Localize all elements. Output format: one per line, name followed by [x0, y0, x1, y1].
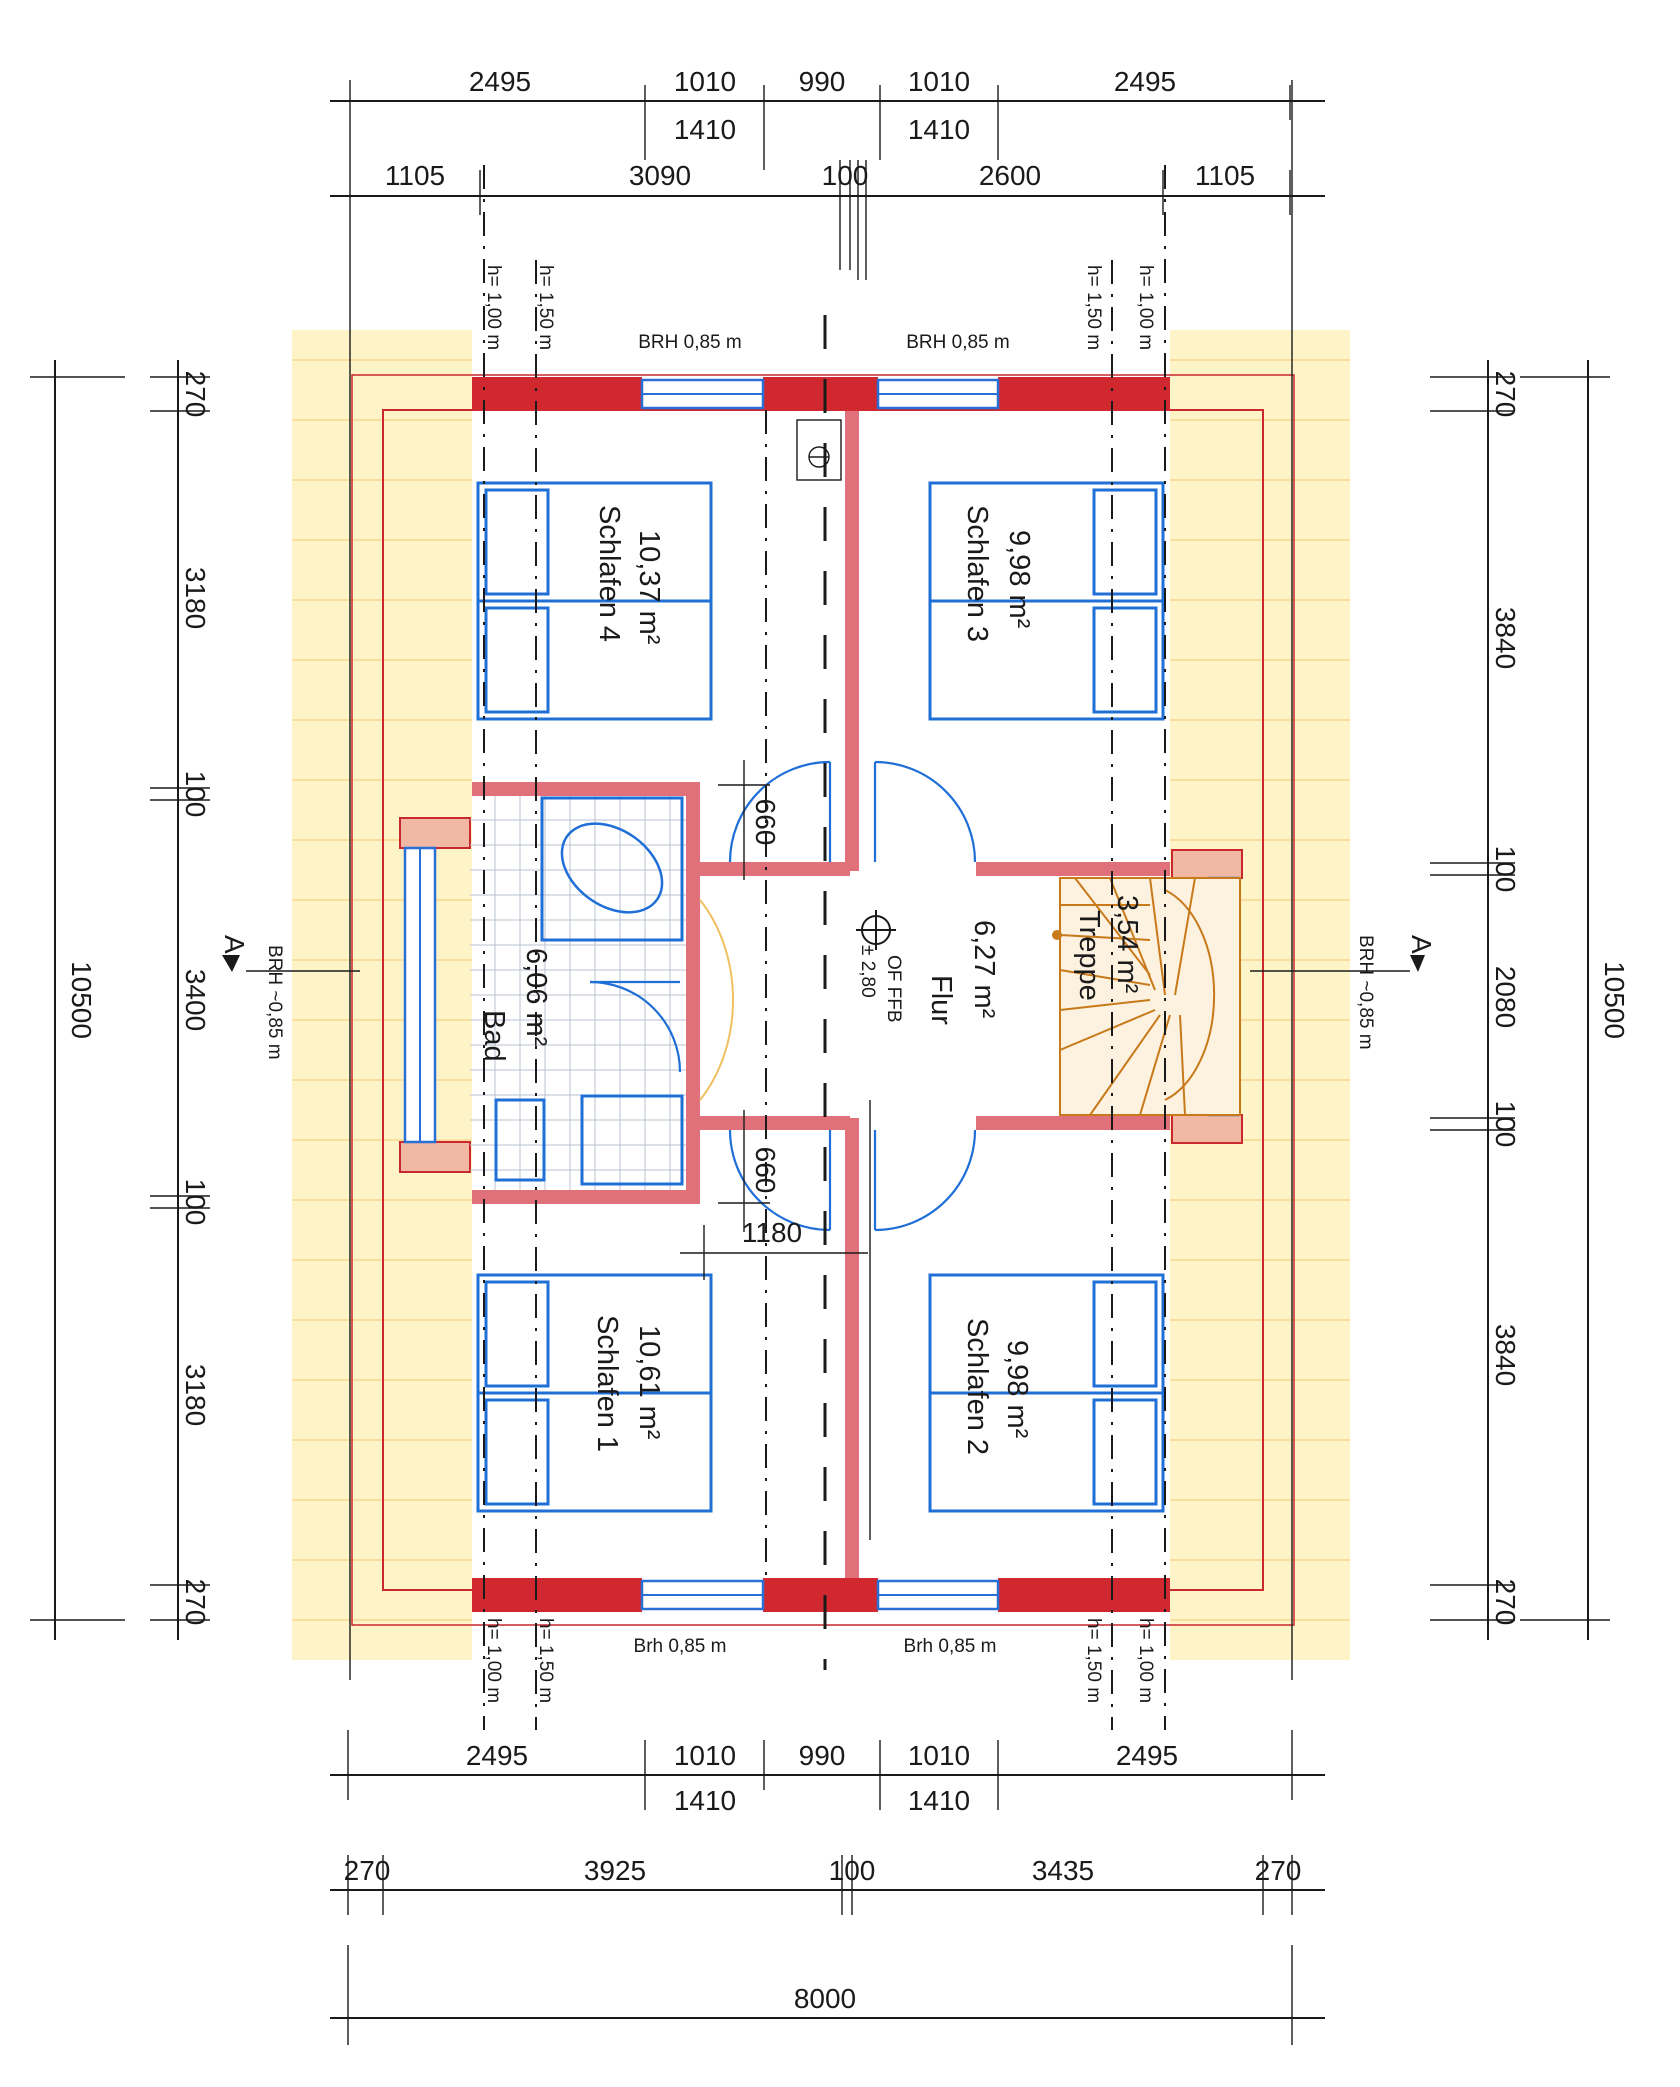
room-flur-area: 6,27 m²: [968, 920, 1000, 1019]
room-schlafen3-area: 9,98 m²: [1003, 530, 1035, 629]
room-schlafen1-area: 10,61 m²: [633, 1325, 665, 1440]
dim-left-3180-a: 3180: [180, 567, 211, 629]
room-bad-area: 6,06 m²: [520, 948, 552, 1047]
room-bad-name: Bad: [478, 1010, 510, 1062]
dim-top-2495-a: 2495: [469, 66, 531, 97]
left-dimensions: 10500 270 3180 100 3400 100 3180 270: [30, 360, 211, 1640]
section-mark-left: A: [219, 935, 250, 954]
bathroom-fixtures: [470, 796, 686, 1190]
h150-top-right: h= 1,50 m: [1083, 265, 1104, 350]
dim-left-100-b: 100: [180, 1179, 211, 1226]
dim-top-1010-b: 1010: [908, 66, 970, 97]
beds: [476, 481, 1165, 1513]
dim-right-10500: 10500: [1599, 961, 1630, 1039]
room-schlafen1-name: Schlafen 1: [591, 1315, 623, 1452]
h150-bottom-left: h= 1,50 m: [535, 1618, 556, 1703]
dim-top-1410-b: 1410: [908, 114, 970, 145]
dim-top-1105-b: 1105: [1195, 160, 1255, 191]
brh-bottom-right: Brh 0,85 m: [904, 1636, 997, 1657]
dim-right-100-b: 100: [1490, 1101, 1521, 1148]
room-schlafen2-name: Schlafen 2: [961, 1318, 993, 1455]
dim-left-3180-b: 3180: [180, 1364, 211, 1426]
room-treppe-name: Treppe: [1073, 910, 1105, 1001]
inner-dimensions: 660 660 1180: [680, 760, 868, 1280]
exterior-walls: [472, 377, 1170, 1612]
dim-left-100-a: 100: [180, 771, 211, 818]
dim-left-270-b: 270: [180, 1579, 211, 1626]
dim-right-3840-b: 3840: [1490, 1324, 1521, 1386]
interior-walls: [472, 411, 1170, 1578]
height-labels: h= 1,00 m h= 1,50 m h= 1,50 m h= 1,00 m …: [483, 265, 1156, 1703]
dim-bottom-1010-b: 1010: [908, 1740, 970, 1771]
h100-bottom-left: h= 1,00 m: [483, 1618, 504, 1703]
dim-bottom-1410-b: 1410: [908, 1785, 970, 1816]
dim-corridor-1180: 1180: [742, 1217, 802, 1248]
room-treppe-area: 3,54 m²: [1111, 895, 1143, 994]
room-schlafen4-area: 10,37 m²: [633, 530, 665, 645]
dim-bottom-270-b: 270: [1255, 1855, 1302, 1886]
roof-slope-areas: [292, 330, 1350, 1660]
brh-bottom-left: Brh 0,85 m: [634, 1636, 727, 1657]
dim-top-2600: 2600: [979, 160, 1041, 191]
room-schlafen2-area: 9,98 m²: [1001, 1340, 1033, 1439]
dim-bottom-2495-b: 2495: [1116, 1740, 1178, 1771]
h100-bottom-right: h= 1,00 m: [1135, 1618, 1156, 1703]
dim-top-1410-a: 1410: [674, 114, 736, 145]
dim-bottom-2495-a: 2495: [466, 1740, 528, 1771]
shower: [580, 1094, 684, 1186]
dim-bottom-1410-a: 1410: [674, 1785, 736, 1816]
h100-top-left: h= 1,00 m: [483, 265, 504, 350]
dim-right-3840-a: 3840: [1490, 607, 1521, 669]
doors: [699, 760, 977, 1232]
h150-top-left: h= 1,50 m: [535, 265, 556, 350]
top-dimensions: 2495 1010 990 1010 2495 1410 1410 1105 3…: [330, 66, 1325, 270]
level-value-label: ± 2,80: [857, 945, 878, 998]
dim-bottom-3925: 3925: [584, 1855, 646, 1886]
brh-top-left: BRH 0,85 m: [638, 332, 741, 353]
dim-door-660-upper: 660: [750, 799, 781, 846]
dim-top-3090: 3090: [629, 160, 691, 191]
bottom-dimensions: 2495 1010 990 1010 2495 1410 1410 270 39…: [330, 1730, 1325, 2045]
level-marker-symbol: [856, 910, 896, 950]
dim-left-10500: 10500: [66, 961, 97, 1039]
room-flur-name: Flur: [925, 975, 957, 1025]
dim-left-3400: 3400: [180, 969, 211, 1031]
dim-bottom-270-a: 270: [344, 1855, 391, 1886]
h100-top-right: h= 1,00 m: [1135, 265, 1156, 350]
dim-bottom-1010-a: 1010: [674, 1740, 736, 1771]
brh-labels: BRH 0,85 m BRH 0,85 m Brh 0,85 m Brh 0,8…: [264, 332, 1376, 1657]
dim-right-270-a: 270: [1490, 371, 1521, 418]
toilet: [494, 1098, 546, 1182]
dim-top-2495-b: 2495: [1114, 66, 1176, 97]
dim-bottom-3435: 3435: [1032, 1855, 1094, 1886]
level-of-label: OF FFB: [883, 955, 904, 1023]
chimney-symbol: [796, 419, 842, 481]
dim-right-2080: 2080: [1490, 966, 1521, 1028]
brh-side-right: BRH ~0,85 m: [1355, 935, 1376, 1050]
bathtub: [540, 796, 684, 942]
right-dimensions: 10500 270 3840 100 2080 100 3840 270: [1430, 360, 1630, 1640]
dim-bottom-990: 990: [799, 1740, 846, 1771]
dim-top-1105-a: 1105: [385, 160, 445, 191]
dim-door-660-lower: 660: [750, 1147, 781, 1194]
dim-right-270-b: 270: [1490, 1579, 1521, 1626]
room-labels: 10,37 m² Schlafen 4 9,98 m² Schlafen 3 1…: [478, 505, 1143, 1455]
section-mark-right: A: [1406, 935, 1437, 954]
brh-top-right: BRH 0,85 m: [906, 332, 1009, 353]
room-schlafen4-name: Schlafen 4: [593, 505, 625, 642]
dim-top-1010-a: 1010: [674, 66, 736, 97]
dim-top-990: 990: [799, 66, 846, 97]
dim-bottom-100: 100: [829, 1855, 876, 1886]
dim-bottom-8000: 8000: [794, 1983, 856, 2014]
dim-right-100-a: 100: [1490, 846, 1521, 893]
section-markers: A A: [219, 935, 1437, 972]
h150-bottom-right: h= 1,50 m: [1083, 1618, 1104, 1703]
brh-side-left: BRH ~0,85 m: [264, 945, 285, 1060]
construction-lines: [246, 80, 1410, 1730]
room-schlafen3-name: Schlafen 3: [961, 505, 993, 642]
dim-left-270-a: 270: [180, 371, 211, 418]
dim-top-100: 100: [822, 160, 869, 191]
staircase: [1052, 877, 1241, 1116]
